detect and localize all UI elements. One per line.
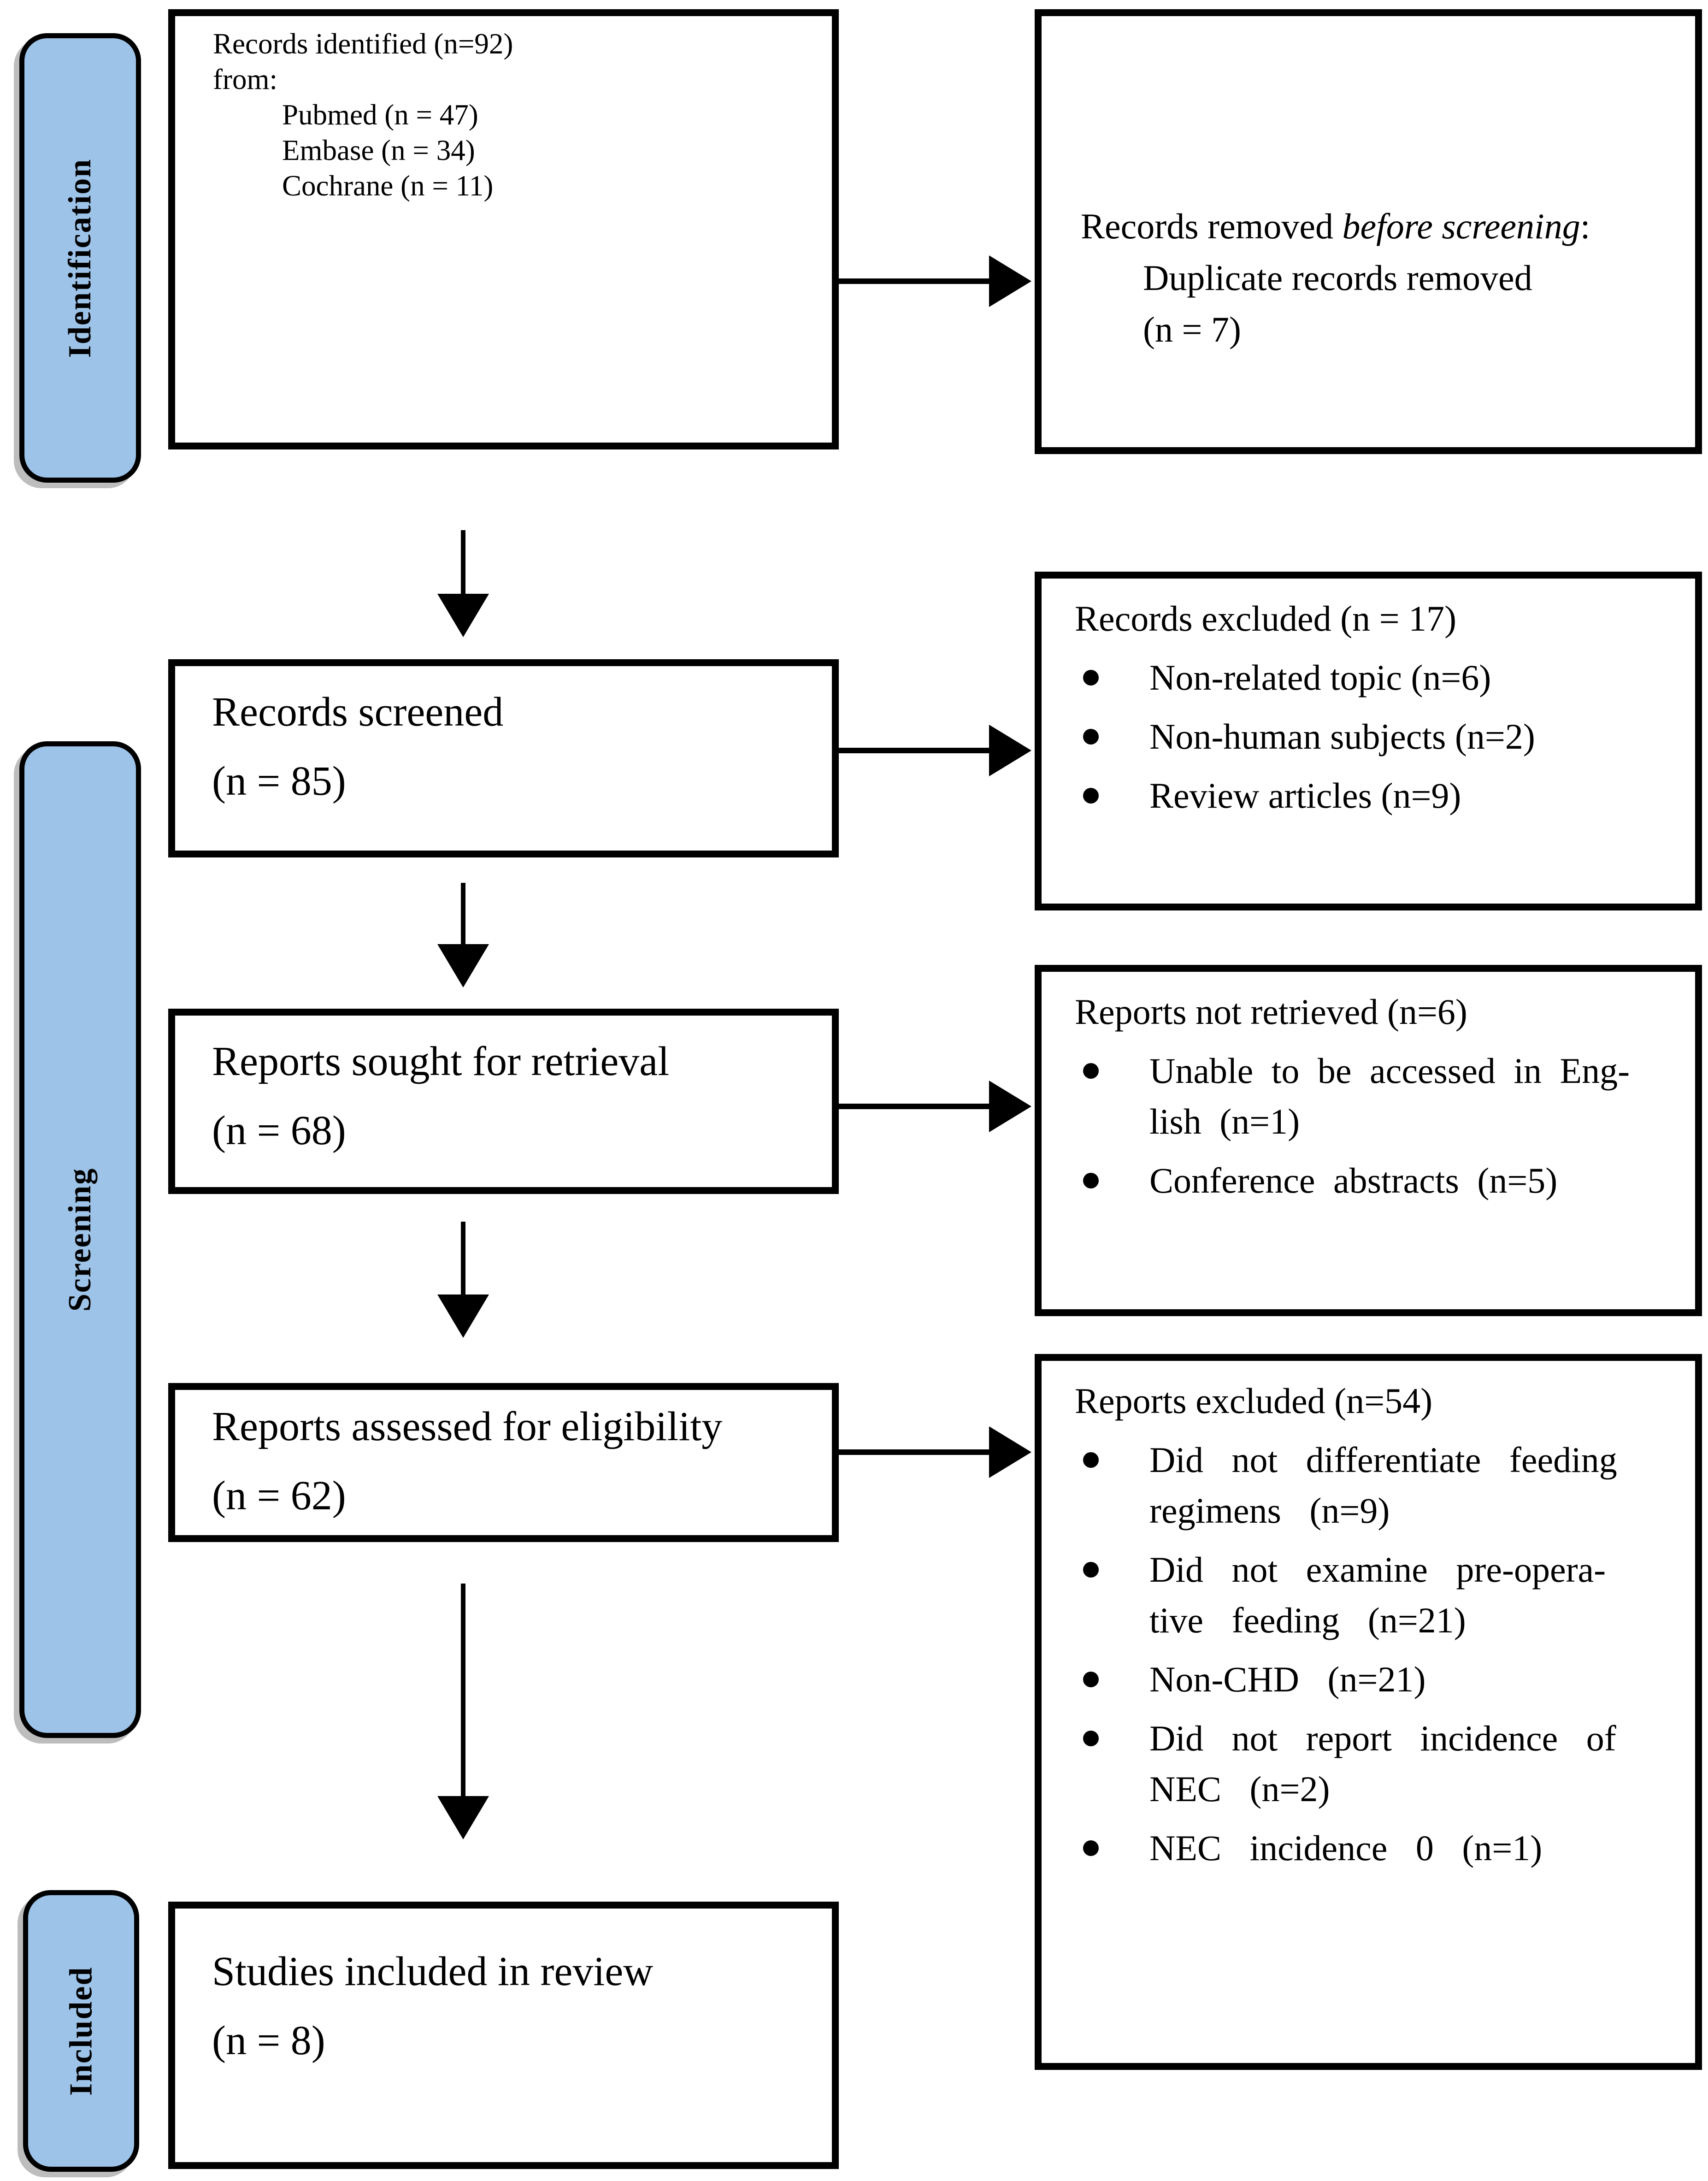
stage-label-identification: Identification bbox=[19, 33, 141, 483]
reports-sought-line1: Reports sought for retrieval bbox=[212, 1039, 670, 1084]
arrow-sought-to-assessed bbox=[437, 1222, 489, 1338]
arrow-sought-to-not-retrieved bbox=[835, 1081, 1031, 1132]
reports-excluded-item-text: Non-CHD (n=21) bbox=[1149, 1659, 1426, 1699]
bullet-icon bbox=[1083, 1672, 1099, 1687]
records-screened-line1: Records screened bbox=[212, 689, 504, 735]
reports-not-retrieved-item-text: Unable to be accessed in Eng- lish (n=1) bbox=[1149, 1051, 1630, 1141]
reports-not-retrieved-item: Unable to be accessed in Eng- lish (n=1) bbox=[1075, 1046, 1686, 1147]
box-reports-sought: Reports sought for retrieval (n = 68) bbox=[168, 1009, 839, 1194]
records-excluded-item: Review articles (n=9) bbox=[1075, 770, 1686, 821]
records-excluded-item-text: Non-human subjects (n=2) bbox=[1149, 716, 1535, 757]
reports-excluded-title: Reports excluded (n=54) bbox=[1075, 1381, 1433, 1421]
bullet-icon bbox=[1083, 1562, 1099, 1578]
box-reports-assessed: Reports assessed for eligibility (n = 62… bbox=[168, 1383, 839, 1542]
reports-not-retrieved-item: Conference abstracts (n=5) bbox=[1075, 1155, 1686, 1206]
arrow-screened-to-sought bbox=[437, 883, 489, 987]
box-records-identified: Records identified (n=92) from: Pubmed (… bbox=[168, 9, 839, 449]
reports-excluded-item: Did not differentiate feeding regimens (… bbox=[1075, 1435, 1686, 1536]
records-excluded-item-text: Review articles (n=9) bbox=[1149, 775, 1461, 816]
source-cochrane: Cochrane (n = 11) bbox=[282, 170, 494, 202]
bullet-icon bbox=[1083, 1840, 1099, 1856]
box-records-removed-before-screening: Records removed before screening: Duplic… bbox=[1035, 9, 1702, 454]
records-removed-title-prefix: Records removed bbox=[1081, 206, 1343, 246]
bullet-icon bbox=[1083, 670, 1099, 686]
records-identified-line1: Records identified (n=92) bbox=[213, 28, 513, 60]
box-records-screened: Records screened (n = 85) bbox=[168, 659, 839, 857]
box-reports-not-retrieved: Reports not retrieved (n=6) Unable to be… bbox=[1035, 965, 1702, 1316]
reports-not-retrieved-title: Reports not retrieved (n=6) bbox=[1075, 992, 1467, 1032]
arrow-screened-to-records-excluded bbox=[835, 725, 1031, 776]
box-studies-included: Studies included in review (n = 8) bbox=[168, 1902, 839, 2169]
records-identified-line2: from: bbox=[213, 63, 277, 95]
reports-excluded-item-text: Did not report incidence of NEC (n=2) bbox=[1149, 1718, 1616, 1809]
bullet-icon bbox=[1083, 1731, 1099, 1746]
duplicates-removed-line1: Duplicate records removed bbox=[1143, 258, 1532, 298]
arrow-assessed-to-reports-excluded bbox=[835, 1426, 1031, 1478]
records-screened-line2: (n = 85) bbox=[212, 758, 346, 804]
stage-label-screening: Screening bbox=[19, 741, 141, 1738]
reports-excluded-item: Non-CHD (n=21) bbox=[1075, 1654, 1686, 1705]
records-removed-title: Records removed before screening: bbox=[1081, 201, 1686, 252]
bullet-icon bbox=[1083, 1173, 1099, 1188]
bullet-icon bbox=[1083, 1063, 1099, 1079]
box-records-excluded: Records excluded (n = 17) Non-related to… bbox=[1035, 572, 1702, 910]
bullet-icon bbox=[1083, 729, 1099, 745]
arrow-identified-to-screened bbox=[437, 530, 489, 637]
studies-included-line1: Studies included in review bbox=[212, 1949, 654, 1994]
reports-assessed-line1: Reports assessed for eligibility bbox=[212, 1404, 723, 1449]
reports-excluded-item-text: NEC incidence 0 (n=1) bbox=[1149, 1828, 1543, 1868]
bullet-icon bbox=[1083, 1452, 1099, 1468]
source-pubmed: Pubmed (n = 47) bbox=[282, 99, 478, 131]
reports-excluded-item: Did not report incidence of NEC (n=2) bbox=[1075, 1713, 1686, 1815]
arrow-identified-to-removed bbox=[835, 255, 1031, 307]
records-excluded-title: Records excluded (n = 17) bbox=[1075, 598, 1457, 638]
duplicates-removed-line2: (n = 7) bbox=[1143, 309, 1241, 349]
reports-excluded-item: NEC incidence 0 (n=1) bbox=[1075, 1823, 1686, 1874]
source-embase: Embase (n = 34) bbox=[282, 134, 475, 166]
stage-label-included: Included bbox=[23, 1890, 139, 2172]
records-excluded-item-text: Non-related topic (n=6) bbox=[1149, 657, 1491, 697]
records-removed-title-italic: before screening bbox=[1342, 206, 1580, 246]
reports-excluded-item: Did not examine pre-opera- tive feeding … bbox=[1075, 1544, 1686, 1646]
arrow-assessed-to-included bbox=[437, 1584, 489, 1839]
records-excluded-item: Non-human subjects (n=2) bbox=[1075, 711, 1686, 762]
box-reports-excluded: Reports excluded (n=54) Did not differen… bbox=[1035, 1354, 1702, 2070]
reports-assessed-line2: (n = 62) bbox=[212, 1473, 346, 1519]
reports-excluded-item-text: Did not differentiate feeding regimens (… bbox=[1149, 1440, 1617, 1531]
reports-not-retrieved-item-text: Conference abstracts (n=5) bbox=[1149, 1160, 1558, 1200]
bullet-icon bbox=[1083, 788, 1099, 804]
records-excluded-item: Non-related topic (n=6) bbox=[1075, 652, 1686, 703]
studies-included-line2: (n = 8) bbox=[212, 2018, 325, 2063]
records-removed-title-suffix: : bbox=[1580, 206, 1590, 246]
reports-sought-line2: (n = 68) bbox=[212, 1108, 346, 1153]
reports-excluded-item-text: Did not examine pre-opera- tive feeding … bbox=[1149, 1549, 1606, 1640]
